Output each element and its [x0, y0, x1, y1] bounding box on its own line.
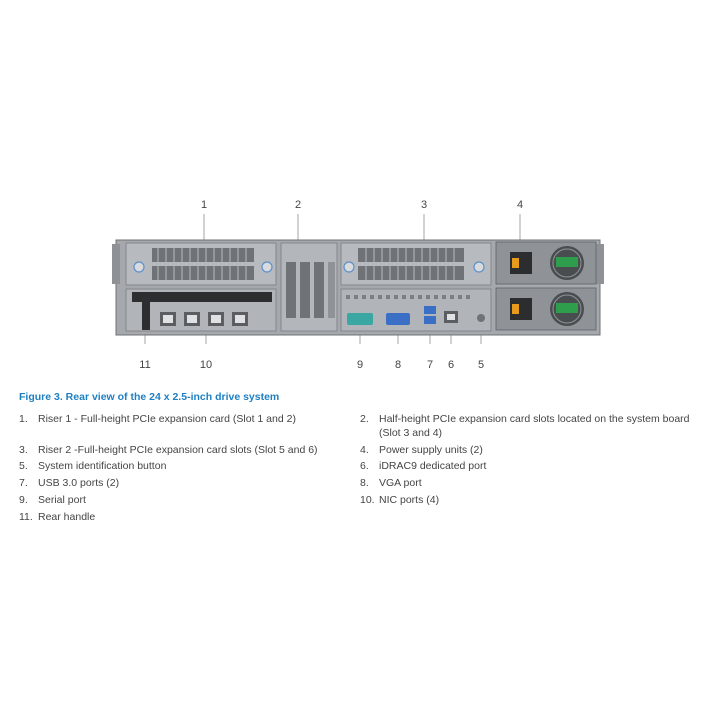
legend-num: 2. — [360, 413, 369, 425]
legend-item-2: 2. Half-height PCIe expansion card slots … — [360, 412, 700, 440]
legend-item-10: 10. NIC ports (4) — [360, 493, 700, 507]
legend-num: 10. — [360, 494, 375, 506]
legend-text: Rear handle — [38, 511, 96, 523]
legend-num: 7. — [19, 477, 28, 489]
callout-5: 5 — [477, 359, 485, 371]
legend-text: Riser 1 - Full-height PCIe expansion car… — [38, 413, 296, 425]
legend-text: Riser 2 -Full-height PCIe expansion card… — [38, 444, 318, 456]
legend-text: USB 3.0 ports (2) — [38, 477, 120, 489]
legend-text: Serial port — [38, 494, 86, 506]
system-id-button — [477, 314, 485, 322]
legend-num: 3. — [19, 444, 28, 456]
rear-handle — [132, 292, 272, 302]
legend-item-11: 11. Rear handle — [19, 510, 349, 524]
vga-port — [386, 313, 410, 325]
callout-7: 7 — [426, 359, 434, 371]
legend-num: 4. — [360, 444, 369, 456]
legend-item-5: 5. System identification button — [19, 459, 349, 473]
legend-text: VGA port — [379, 477, 422, 489]
legend-num: 8. — [360, 477, 369, 489]
usb-port-1 — [424, 306, 436, 314]
callout-10: 10 — [199, 359, 213, 371]
legend-num: 11. — [19, 511, 33, 523]
callout-2: 2 — [294, 199, 302, 211]
legend-item-4: 4. Power supply units (2) — [360, 443, 700, 457]
callout-9: 9 — [356, 359, 364, 371]
legend-item-3: 3. Riser 2 -Full-height PCIe expansion ca… — [19, 443, 349, 457]
legend-text: Power supply units (2) — [379, 444, 483, 456]
legend-num: 6. — [360, 460, 369, 472]
legend-text: iDRAC9 dedicated port — [379, 460, 487, 472]
serial-port — [347, 313, 373, 325]
legend-item-6: 6. iDRAC9 dedicated port — [360, 459, 700, 473]
legend-text: NIC ports (4) — [379, 494, 440, 506]
legend-item-8: 8. VGA port — [360, 476, 700, 490]
legend-num: 9. — [19, 494, 28, 506]
legend-item-1: 1. Riser 1 - Full-height PCIe expansion c… — [19, 412, 349, 426]
figure-title: Figure 3. Rear view of the 24 x 2.5-inch… — [19, 391, 280, 403]
legend-num: 1. — [19, 413, 28, 425]
callout-1: 1 — [200, 199, 208, 211]
legend-text: Half-height PCIe expansion card slots lo… — [379, 413, 690, 439]
legend-item-9: 9. Serial port — [19, 493, 349, 507]
riser1-slot1 — [152, 248, 254, 262]
callout-8: 8 — [394, 359, 402, 371]
riser1-slot2 — [152, 266, 254, 280]
legend-item-7: 7. USB 3.0 ports (2) — [19, 476, 349, 490]
callout-4: 4 — [516, 199, 524, 211]
usb-port-2 — [424, 316, 436, 324]
callout-3: 3 — [420, 199, 428, 211]
callout-11: 11 — [139, 359, 151, 371]
legend-text: System identification button — [38, 460, 167, 472]
legend-num: 5. — [19, 460, 28, 472]
callout-6: 6 — [447, 359, 455, 371]
